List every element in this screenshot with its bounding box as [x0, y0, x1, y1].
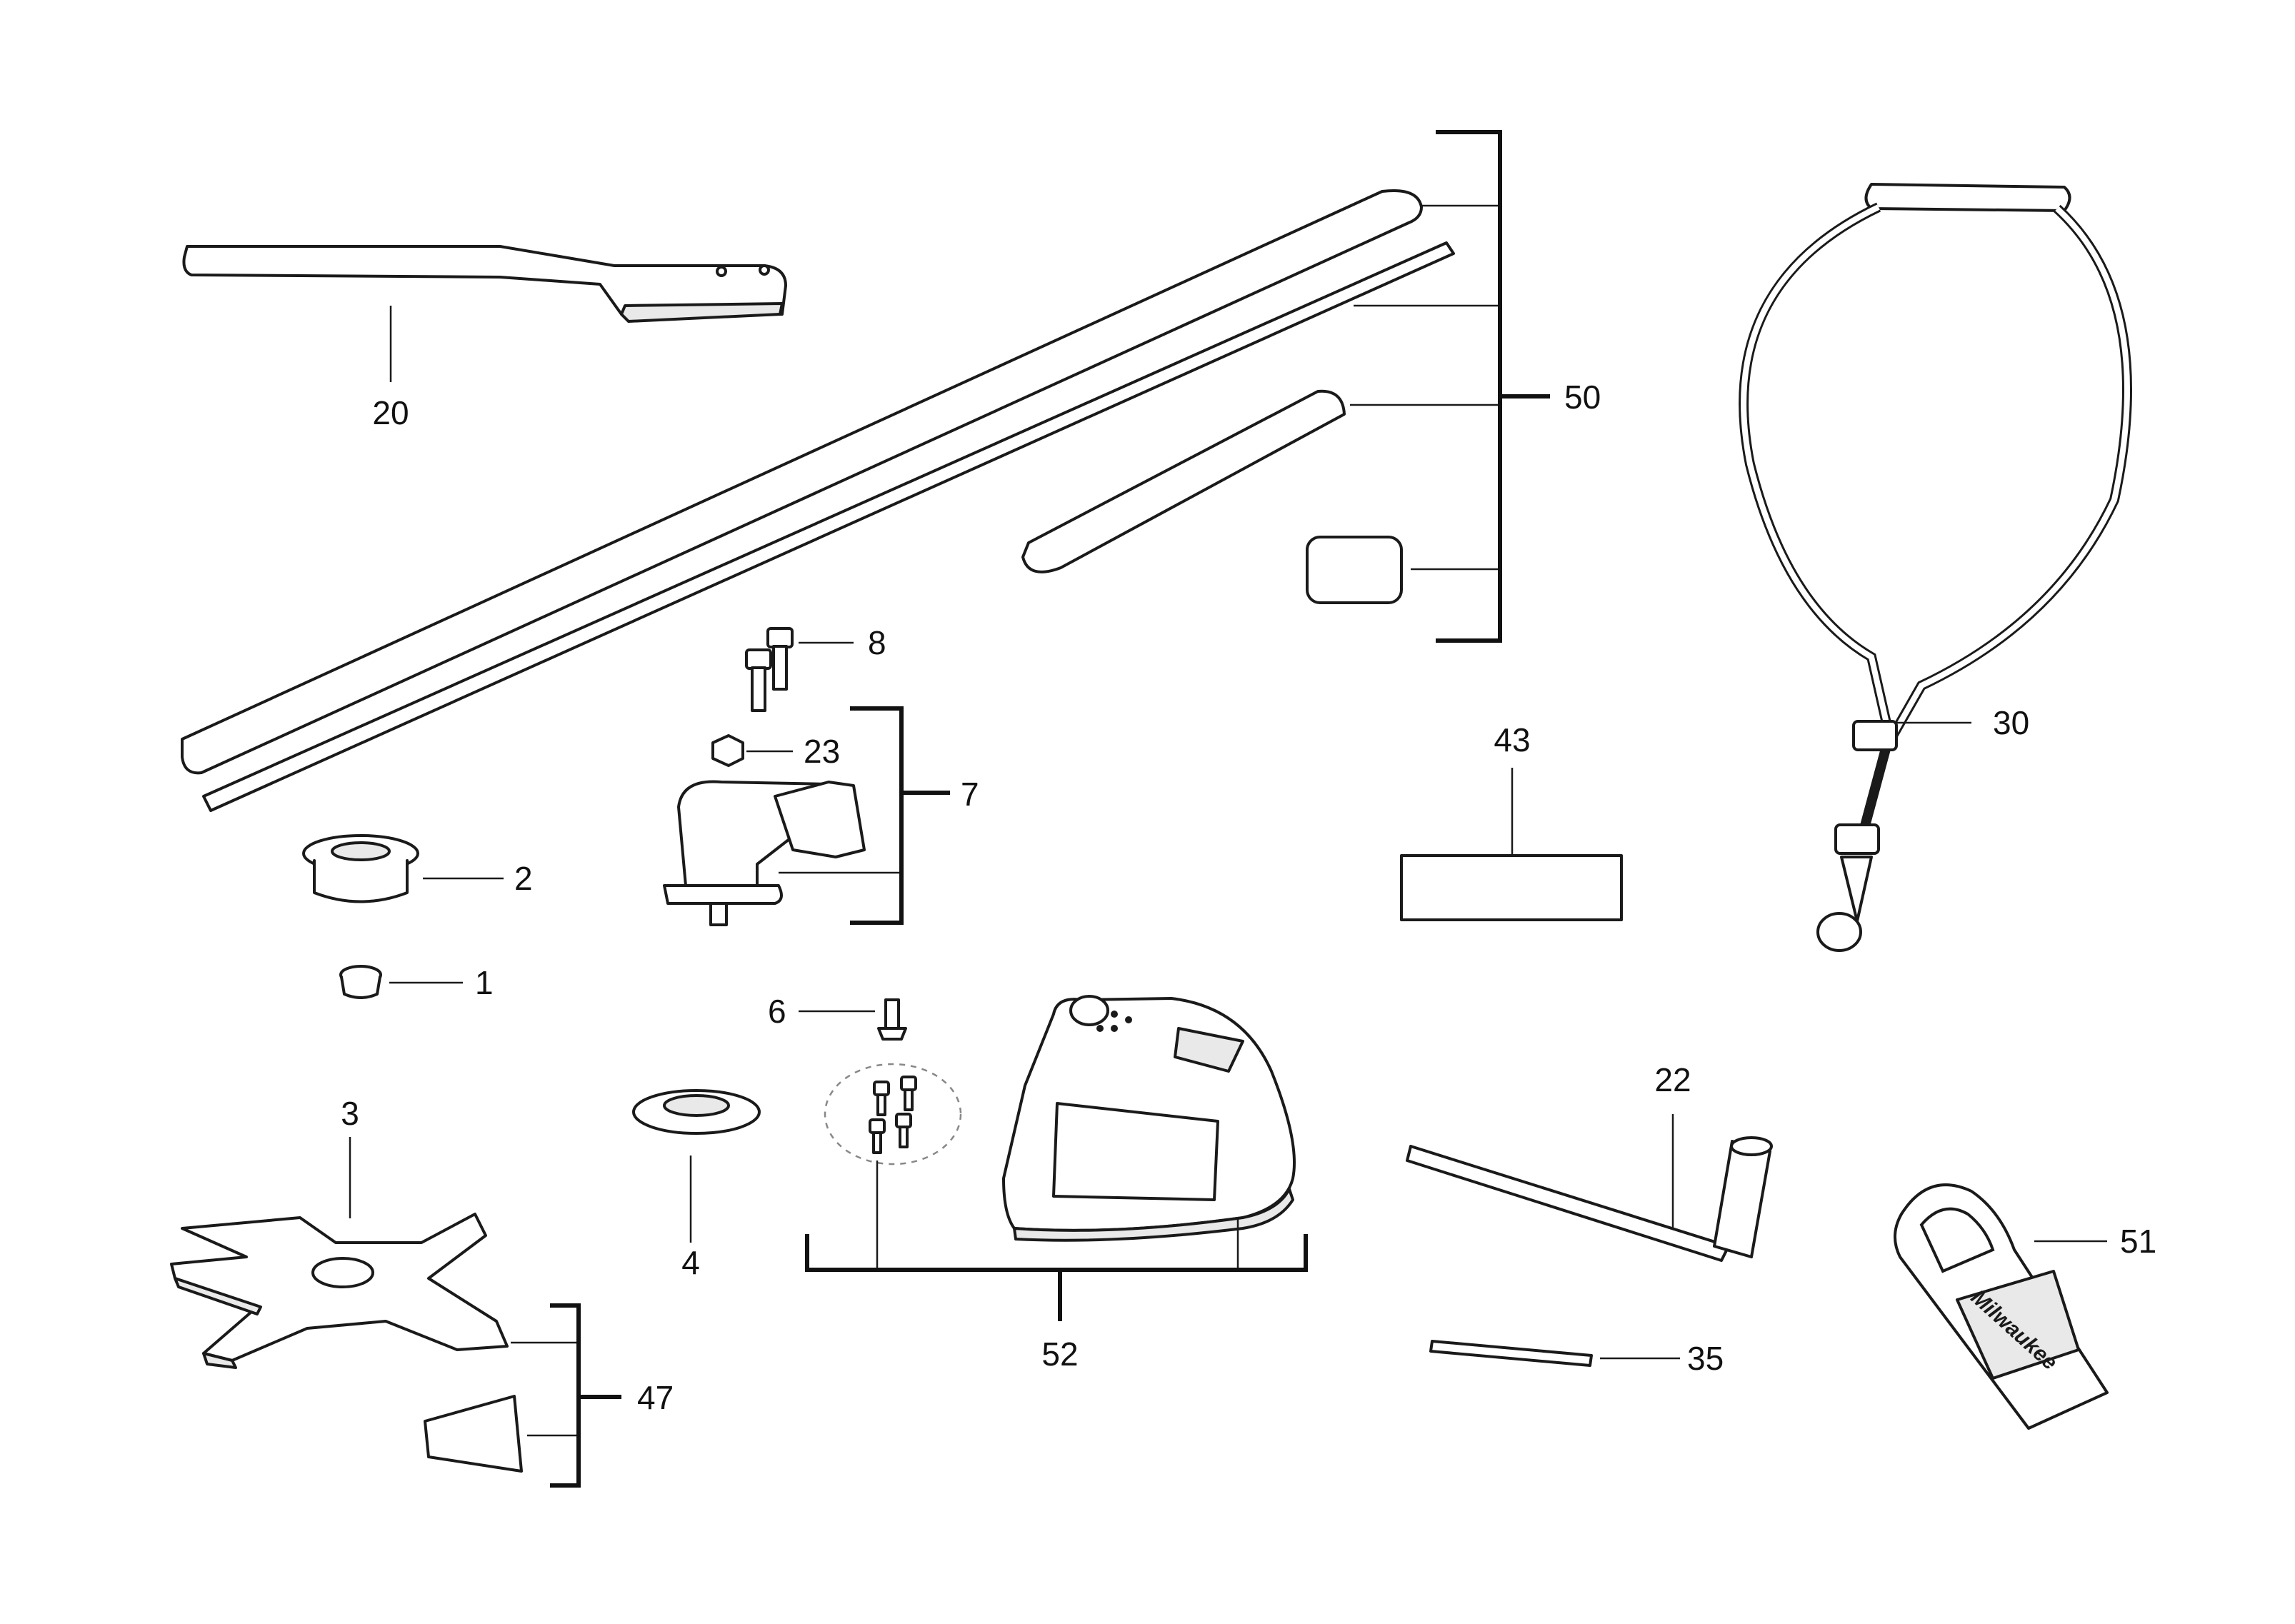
callout-2: 2	[514, 860, 533, 897]
part-3-blade	[170, 1137, 509, 1369]
part-30-harness	[1739, 183, 2132, 952]
callout-8: 8	[868, 624, 886, 661]
part-1-nut	[339, 965, 463, 999]
part-2-collar	[302, 834, 504, 903]
callout-1: 1	[475, 964, 494, 1001]
callout-30: 30	[1993, 704, 2029, 741]
callout-23: 23	[804, 733, 840, 770]
part-4-washer	[632, 1089, 761, 1243]
callout-50: 50	[1564, 379, 1601, 416]
callout-35: 35	[1687, 1340, 1724, 1377]
part-47-blade-assembly	[424, 1303, 621, 1488]
callout-20: 20	[372, 394, 409, 431]
part-50-shaft-assembly	[181, 130, 1550, 812]
part-20-handle	[182, 245, 787, 382]
part-35-pin	[1429, 1340, 1680, 1367]
callout-22: 22	[1654, 1061, 1691, 1098]
part-51-blade-sheath: Milwaukee	[1893, 1183, 2109, 1430]
callout-52: 52	[1041, 1335, 1078, 1373]
callout-4: 4	[681, 1244, 700, 1281]
callout-43: 43	[1494, 721, 1530, 758]
callout-51: 51	[2120, 1223, 2156, 1260]
part-6-screw	[799, 998, 907, 1041]
part-43-label	[1400, 768, 1623, 921]
part-7-gear-head	[663, 706, 950, 926]
callout-3: 3	[341, 1095, 359, 1132]
callout-47: 47	[637, 1379, 674, 1416]
part-8-screws	[745, 627, 854, 712]
callout-6: 6	[768, 993, 786, 1030]
part-22-wrench	[1406, 1114, 1773, 1262]
callout-7: 7	[961, 776, 979, 813]
part-52-guard-assembly	[805, 995, 1308, 1321]
